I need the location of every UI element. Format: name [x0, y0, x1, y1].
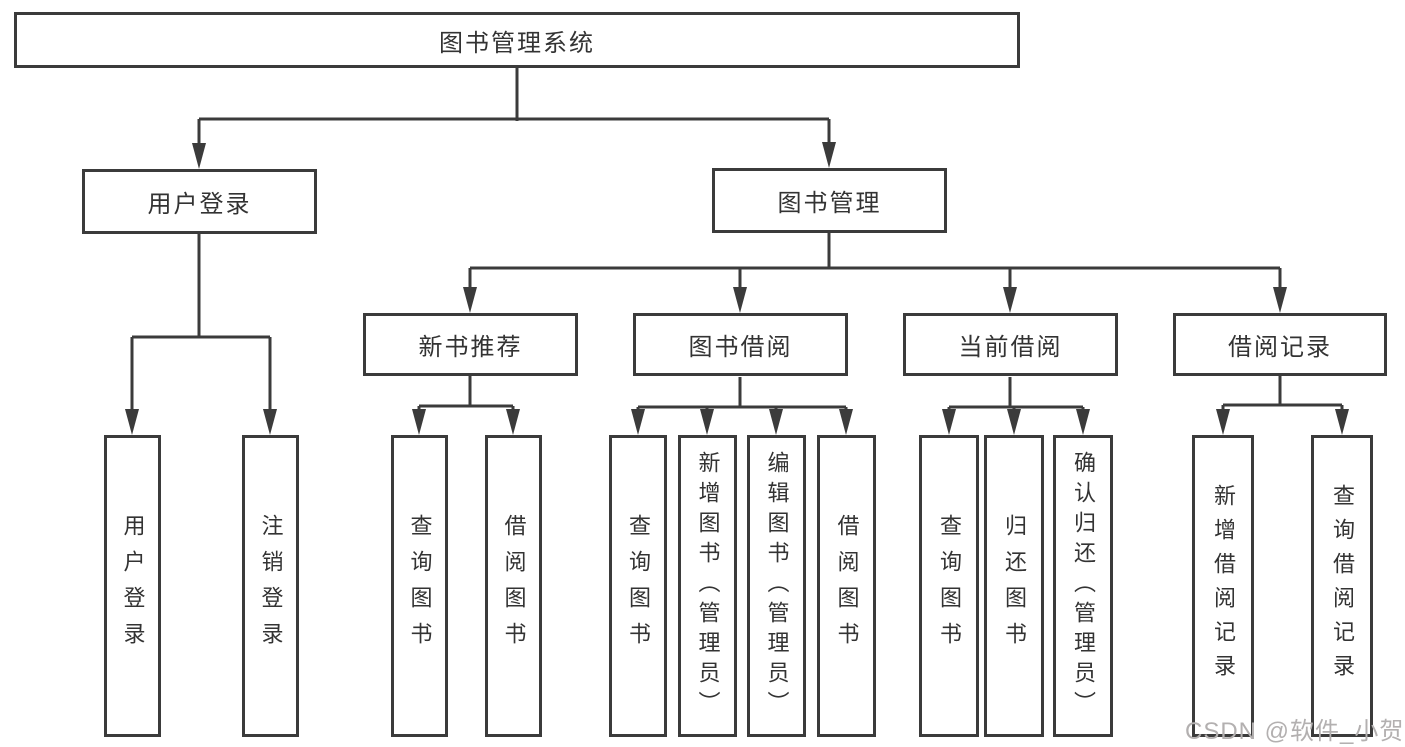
leaf-query-books-borrowing: 查询图书: [609, 435, 667, 737]
arrowhead: [263, 409, 277, 435]
leaf-add-borrow-record: 新增借阅记录: [1192, 435, 1254, 737]
leaf-add-books-admin: 新增图书（管理员）: [678, 435, 737, 737]
arrowhead: [769, 409, 783, 435]
leaf-label: 用户登录: [120, 514, 146, 658]
node-root: 图书管理系统: [14, 12, 1020, 68]
leaf-confirm-return-admin: 确认归还（管理员）: [1053, 435, 1113, 737]
arrowhead: [733, 287, 747, 313]
leaf-user-login: 用户登录: [104, 435, 161, 737]
leaf-label: 归还图书: [1002, 514, 1027, 658]
leaf-return-books: 归还图书: [984, 435, 1044, 737]
leaf-query-borrow-record: 查询借阅记录: [1311, 435, 1373, 737]
leaf-label: 编辑图书（管理员）: [764, 451, 790, 721]
leaf-query-books-recommend: 查询图书: [391, 435, 448, 737]
leaf-label: 查询图书: [937, 514, 962, 658]
leaf-borrow-books: 借阅图书: [817, 435, 876, 737]
leaf-label: 借阅图书: [834, 514, 860, 658]
node-user-login: 用户登录: [82, 169, 317, 234]
node-book-borrowing: 图书借阅: [633, 313, 848, 376]
arrowhead: [125, 409, 139, 435]
leaf-borrow-books-recommend: 借阅图书: [485, 435, 542, 737]
arrowhead: [1335, 409, 1349, 435]
leaf-logout: 注销登录: [242, 435, 299, 737]
arrowhead: [506, 409, 520, 435]
csdn-watermark: CSDN @软件_小贺同学: [1185, 718, 1405, 745]
leaf-query-books-current: 查询图书: [919, 435, 979, 737]
node-new-book-recommend: 新书推荐: [363, 313, 578, 376]
arrowhead: [822, 142, 836, 168]
arrowheads: [125, 142, 1349, 435]
arrowhead: [942, 409, 956, 435]
leaf-label: 新增图书（管理员）: [695, 451, 721, 721]
leaf-label: 新增借阅记录: [1211, 484, 1236, 688]
arrowhead: [412, 409, 426, 435]
node-book-management: 图书管理: [712, 168, 947, 233]
arrowhead: [700, 409, 714, 435]
leaf-label: 查询借阅记录: [1330, 484, 1355, 688]
arrowhead: [1076, 409, 1090, 435]
leaf-label: 查询图书: [626, 514, 651, 658]
arrowhead: [839, 409, 853, 435]
arrowhead: [1273, 287, 1287, 313]
node-borrowing-records: 借阅记录: [1173, 313, 1387, 376]
leaf-label: 查询图书: [407, 514, 433, 658]
leaf-label: 借阅图书: [501, 514, 527, 658]
leaf-label: 确认归还（管理员）: [1071, 451, 1096, 721]
arrowhead: [463, 287, 477, 313]
leaf-edit-books-admin: 编辑图书（管理员）: [747, 435, 806, 737]
node-current-borrowing: 当前借阅: [903, 313, 1118, 376]
arrowhead: [631, 409, 645, 435]
leaf-label: 注销登录: [258, 514, 284, 658]
arrowhead: [192, 143, 206, 169]
arrowhead: [1007, 409, 1021, 435]
arrowhead: [1216, 409, 1230, 435]
arrowhead: [1003, 287, 1017, 313]
